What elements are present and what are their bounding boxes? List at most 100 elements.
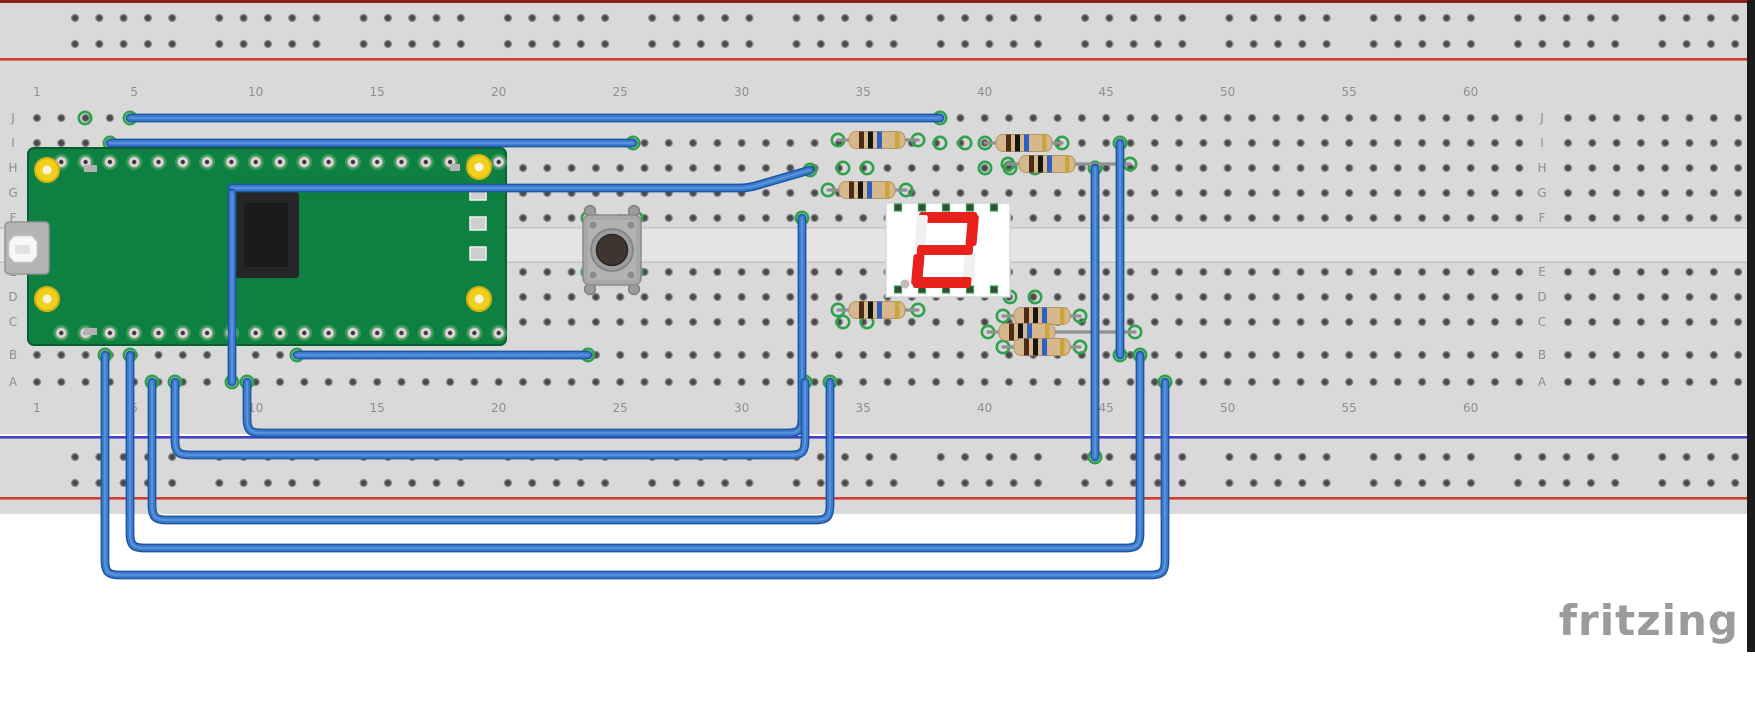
resistor[interactable]	[1006, 155, 1132, 173]
row-letter-label: G	[1537, 186, 1546, 200]
breadboard-hole	[70, 13, 80, 23]
breadboard-hole	[1442, 138, 1451, 148]
breadboard-hole	[518, 163, 528, 173]
display-pin	[917, 203, 927, 212]
breadboard-hole	[1685, 138, 1694, 148]
breadboard-hole	[81, 350, 90, 360]
segment-b	[965, 215, 979, 246]
row-letter-label: B	[9, 348, 17, 362]
resistor[interactable]	[836, 131, 920, 149]
breadboard-hole	[859, 292, 868, 302]
breadboard-hole	[168, 452, 177, 462]
pico-pin-ring	[272, 154, 288, 170]
breadboard-hole	[980, 350, 989, 360]
pico-pin-hole	[204, 159, 210, 165]
breadboard-hole	[1009, 478, 1018, 488]
breadboard-hole	[600, 39, 610, 49]
breadboard-hole	[1709, 350, 1718, 360]
breadboard-hole	[528, 478, 537, 488]
pico-board[interactable]	[4, 147, 507, 346]
breadboard-hole	[1393, 39, 1403, 49]
breadboard-hole	[1393, 113, 1402, 123]
breadboard-hole	[1273, 13, 1283, 23]
breadboard-hole	[786, 350, 795, 360]
breadboard-hole	[1320, 317, 1330, 327]
breadboard-hole	[865, 478, 874, 488]
breadboard-hole	[1296, 292, 1305, 302]
breadboard-hole	[1199, 267, 1208, 277]
row-letter-label: I	[11, 136, 15, 150]
breadboard-hole	[640, 377, 649, 387]
seven-segment-display[interactable]	[885, 202, 1011, 298]
breadboard-hole	[288, 39, 297, 49]
breadboard-hole	[1322, 478, 1331, 488]
breadboard-hole	[1393, 478, 1403, 488]
jumper-wire[interactable]	[147, 377, 835, 525]
breadboard-hole	[1077, 188, 1087, 198]
breadboard-hole	[1174, 317, 1184, 327]
breadboard-hole	[1053, 188, 1062, 198]
breadboard-hole	[1174, 188, 1184, 198]
breadboard-hole	[1466, 377, 1475, 387]
breadboard-hole	[1296, 138, 1305, 148]
display-pin	[893, 285, 903, 294]
breadboard-hole	[956, 317, 965, 327]
power-rail-bottom	[0, 436, 1755, 514]
breadboard-hole	[432, 39, 441, 49]
jumper-wire[interactable]	[100, 350, 1170, 580]
breadboard-hole	[543, 267, 552, 277]
breadboard-hole	[1126, 213, 1135, 223]
breadboard-hole	[1709, 188, 1718, 198]
breadboard-hole	[1709, 213, 1718, 223]
breadboard-hole	[168, 39, 177, 49]
breadboard-hole	[713, 292, 722, 302]
resistor-band-gold	[1065, 155, 1070, 173]
breadboard-hole	[1417, 213, 1427, 223]
resistor-band	[1042, 338, 1047, 356]
breadboard-hole	[1247, 292, 1257, 302]
breadboard-hole	[1612, 292, 1621, 302]
breadboard-hole	[859, 213, 868, 223]
breadboard-hole	[664, 292, 673, 302]
resistor[interactable]	[826, 181, 908, 199]
row-letter-label: F	[1539, 211, 1546, 225]
breadboard-hole	[1102, 138, 1111, 148]
resistor[interactable]	[986, 323, 1137, 341]
breadboard-hole	[1322, 452, 1331, 462]
breadboard-hole	[931, 377, 941, 387]
breadboard-hole	[1588, 317, 1597, 327]
breadboard-hole	[1563, 213, 1573, 223]
breadboard-hole	[1199, 377, 1208, 387]
breadboard-hole	[1612, 377, 1621, 387]
breadboard-hole	[591, 317, 601, 327]
breadboard-hole	[985, 13, 994, 23]
jumper-wire[interactable]	[125, 350, 1145, 553]
resistor[interactable]	[1001, 307, 1082, 325]
column-number-label: 50	[1220, 85, 1235, 99]
pushbutton[interactable]	[582, 204, 642, 296]
breadboard-hole	[154, 350, 163, 360]
breadboard-hole	[936, 452, 945, 462]
resistor[interactable]	[836, 301, 920, 319]
breadboard-hole	[215, 39, 224, 49]
breadboard-hole	[288, 13, 297, 23]
jumper-wire[interactable]	[170, 377, 810, 460]
jumper-wire[interactable]	[227, 165, 815, 193]
breadboard-hole	[810, 267, 819, 277]
breadboard-hole	[737, 377, 746, 387]
breadboard-hole	[1466, 13, 1476, 23]
breadboard-hole	[640, 350, 649, 360]
breadboard-hole	[1178, 452, 1187, 462]
resistor[interactable]	[983, 134, 1064, 152]
breadboard-hole	[1733, 317, 1743, 327]
breadboard-hole	[1126, 267, 1135, 277]
breadboard-hole	[312, 13, 321, 23]
breadboard-hole	[664, 138, 673, 148]
breadboard-hole	[552, 478, 561, 488]
resistor[interactable]	[1001, 338, 1082, 356]
breadboard-hole	[119, 39, 128, 49]
breadboard-hole	[816, 478, 825, 488]
breadboard-hole	[1442, 377, 1451, 387]
breadboard-hole	[1418, 39, 1427, 49]
breadboard-hole	[1199, 317, 1208, 327]
